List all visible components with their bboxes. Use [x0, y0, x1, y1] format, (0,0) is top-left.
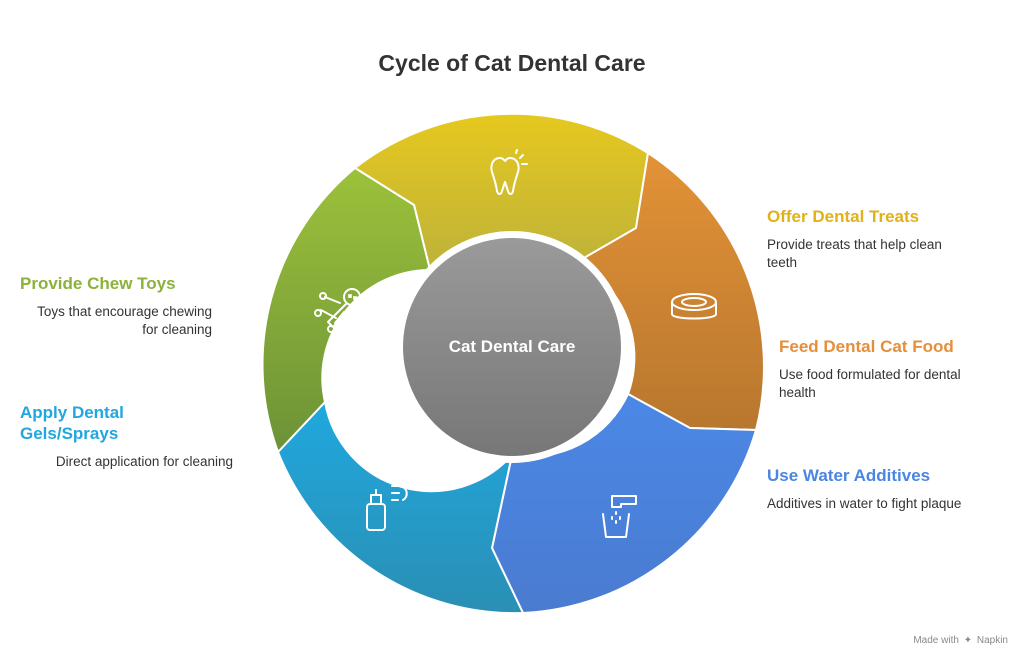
label-description: Direct application for cleaning	[55, 454, 233, 469]
label-apply-dental-gels: Apply Dental Gels/Sprays Direct applicat…	[20, 402, 233, 471]
pet-bowl-icon	[671, 293, 717, 320]
footer-text: Made with	[913, 635, 959, 646]
label-provide-chew-toys: Provide Chew Toys Toys that encourage ch…	[20, 273, 212, 339]
label-heading: Feed Dental Cat Food	[779, 337, 954, 356]
diagram-title: Cycle of Cat Dental Care	[378, 50, 646, 76]
water-tap-icon	[602, 495, 637, 538]
tooth-icon	[490, 149, 528, 195]
spray-bottle-icon	[366, 485, 408, 531]
label-use-water-additives: Use Water Additives Additives in water t…	[767, 465, 997, 513]
label-heading: Use Water Additives	[767, 466, 931, 485]
center-label: Cat Dental Care	[449, 337, 576, 356]
label-feed-dental-cat-food: Feed Dental Cat Food Use food formulated…	[779, 336, 994, 402]
napkin-logo-icon: ✦	[963, 635, 973, 646]
chew-toy-icon	[314, 288, 361, 333]
label-description: Toys that encourage chewing for cleaning	[37, 304, 212, 337]
center-circle	[403, 238, 621, 456]
label-description: Additives in water to fight plaque	[767, 496, 962, 511]
segment-chew	[261, 166, 432, 454]
segment-gels	[276, 399, 525, 615]
footer-brand: Napkin	[976, 635, 1008, 646]
label-description: Use food formulated for dental health	[779, 367, 961, 400]
label-heading: Apply Dental Gels/Sprays	[20, 403, 124, 443]
label-heading: Offer Dental Treats	[767, 207, 920, 226]
label-description: Provide treats that help clean teeth	[767, 237, 942, 270]
label-offer-dental-treats: Offer Dental Treats Provide treats that …	[767, 206, 987, 272]
made-with-footer: Made with ✦ Napkin	[913, 635, 1008, 646]
label-heading: Provide Chew Toys	[20, 274, 176, 293]
